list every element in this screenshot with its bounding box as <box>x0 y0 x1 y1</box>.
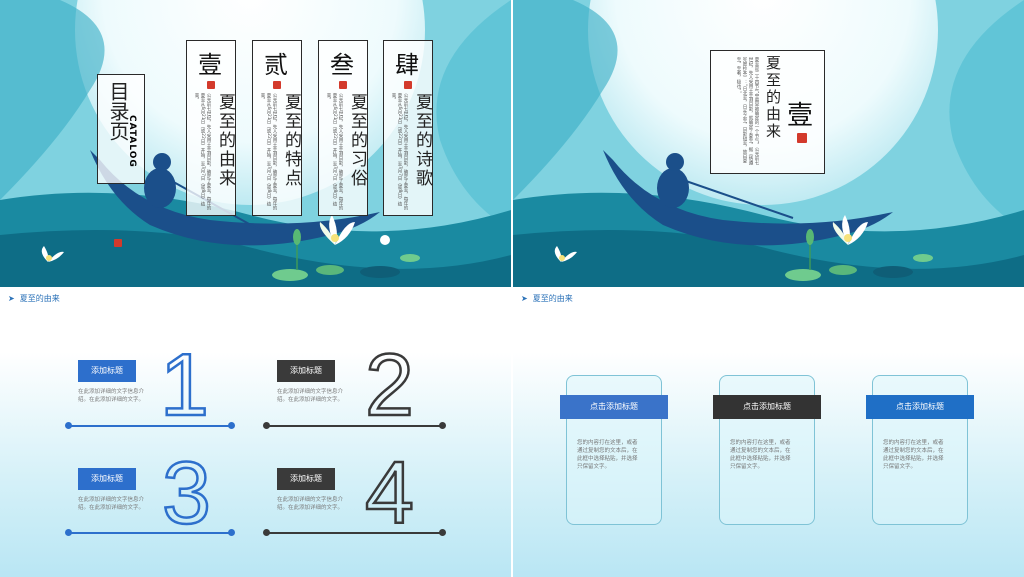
lotus-flower-small <box>41 246 64 262</box>
item-3-dot-left <box>65 529 72 536</box>
card-text-line: 您的内容打在这里，或者 <box>883 440 944 446</box>
item-text-line: 绍。在此添加详细的文字。 <box>78 397 145 403</box>
item-4-line <box>268 532 443 534</box>
catalog-title: 目录页 <box>106 81 130 141</box>
card-text-line: 此框中选择粘贴，并选择 <box>883 456 944 462</box>
breadcrumb: ➤ 夏至的由来 <box>521 293 573 304</box>
item-3-tag[interactable]: 添加标题 <box>78 468 136 490</box>
toc-item-number: 壹 <box>198 51 222 79</box>
lotus-flower-small <box>554 246 577 262</box>
item-1-dot-left <box>65 422 72 429</box>
slide-background <box>0 289 511 577</box>
item-text-line: 在此添加详细的文字信息介 <box>277 389 344 395</box>
catalog-subtitle: CATALOG <box>127 115 137 168</box>
slide-section-1[interactable]: 夏至是二十四节气中最早被确定的一个节气。公元前七世纪，先人采用土圭测日影，就确定… <box>513 0 1024 287</box>
item-4-number: 4 <box>364 443 415 542</box>
seal-mark <box>207 81 215 89</box>
breadcrumb: ➤ 夏至的由来 <box>8 293 60 304</box>
breadcrumb-label: 夏至的由来 <box>532 294 573 303</box>
slide-catalog[interactable]: 目录页 CATALOG 壹 夏至的由来 公元前七世纪，先人采用土圭测日影，确定了… <box>0 0 511 287</box>
card-text-line: 只保留文字。 <box>577 464 611 470</box>
item-3-dot-right <box>228 529 235 536</box>
toc-item-blurb: 公元前七世纪，先人采用土圭测日影，确定了夏至，每年的夏至从6月21日（或22日）… <box>326 93 343 210</box>
item-2-dot-left <box>263 422 270 429</box>
boat-silhouette <box>90 150 380 246</box>
toc-item-2[interactable]: 贰 夏至的特点 公元前七世纪，先人采用土圭测日影，确定了夏至，每年的夏至从6月2… <box>252 40 302 216</box>
item-1-dot-right <box>228 422 235 429</box>
card-1-title[interactable]: 点击添加标题 <box>560 395 668 419</box>
toc-item-blurb: 公元前七世纪，先人采用土圭测日影，确定了夏至，每年的夏至从6月21日（或22日）… <box>260 93 277 210</box>
card-text-line: 此框中选择粘贴，并选择 <box>730 456 791 462</box>
toc-item-blurb: 公元前七世纪，先人采用土圭测日影，确定了夏至，每年的夏至从6月21日（或22日）… <box>391 93 408 210</box>
seal-mark <box>404 81 412 89</box>
section-blurb: 夏至是二十四节气中最早被确定的一个节气。公元前七世纪，先人采用土圭测日影，就确定… <box>736 57 759 165</box>
card-text-line: 通过复制您的文本后，在 <box>730 448 791 454</box>
card-text-line: 只保留文字。 <box>883 464 917 470</box>
item-3-number: 3 <box>161 443 212 542</box>
card-text-line: 您的内容打在这里，或者 <box>730 440 791 446</box>
item-4-dot-left <box>263 529 270 536</box>
item-text-line: 绍。在此添加详细的文字。 <box>277 505 344 511</box>
item-3-text: 在此添加详细的文字信息介 绍。在此添加详细的文字。 <box>78 496 144 512</box>
card-text-line: 只保留文字。 <box>730 464 764 470</box>
section-number: 壹 <box>787 101 814 131</box>
item-1-number: 1 <box>159 335 210 434</box>
section-title: 夏至的由来 <box>764 55 782 140</box>
item-3-line <box>69 532 232 534</box>
item-2-line <box>268 425 443 427</box>
card-2-text: 您的内容打在这里，或者 通过复制您的文本后，在 此框中选择粘贴，并选择 只保留文… <box>730 439 802 471</box>
item-text-line: 绍。在此添加详细的文字。 <box>78 505 145 511</box>
breadcrumb-label: 夏至的由来 <box>19 294 60 303</box>
toc-item-4[interactable]: 肆 夏至的诗歌 公元前七世纪，先人采用土圭测日影，确定了夏至，每年的夏至从6月2… <box>383 40 433 216</box>
card-1-text: 您的内容打在这里，或者 通过复制您的文本后，在 此框中选择粘贴，并选择 只保留文… <box>577 439 649 471</box>
chevron-right-icon: ➤ <box>521 294 528 303</box>
toc-item-3[interactable]: 叁 夏至的习俗 公元前七世纪，先人采用土圭测日影，确定了夏至，每年的夏至从6月2… <box>318 40 368 216</box>
item-text-line: 在此添加详细的文字信息介 <box>78 497 145 503</box>
lotus-flower <box>319 215 355 245</box>
card-3-title[interactable]: 点击添加标题 <box>866 395 974 419</box>
card-3-text: 您的内容打在这里，或者 通过复制您的文本后，在 此框中选择粘贴，并选择 只保留文… <box>883 439 955 471</box>
chevron-right-icon: ➤ <box>8 294 15 303</box>
slide-three-cards[interactable]: ➤ 夏至的由来 点击添加标题 您的内容打在这里，或者 通过复制您的文本后，在 此框… <box>513 289 1024 577</box>
slide-numbered-list[interactable]: ➤夏至的由来 添加标题 在此添加详细的文字信息介 绍。在此添加详细的文字。 1 … <box>0 289 511 577</box>
boat-silhouette <box>603 150 893 246</box>
toc-item-label: 夏至的由来 <box>215 93 235 188</box>
card-text-line: 此框中选择粘贴，并选择 <box>577 456 638 462</box>
seal-mark <box>339 81 347 89</box>
item-2-tag[interactable]: 添加标题 <box>277 360 335 382</box>
item-text-line: 在此添加详细的文字信息介 <box>78 389 145 395</box>
toc-item-label: 夏至的特点 <box>281 93 301 188</box>
seal-mark <box>114 239 122 247</box>
item-4-text: 在此添加详细的文字信息介 绍。在此添加详细的文字。 <box>277 496 343 512</box>
toc-item-label: 夏至的诗歌 <box>412 93 432 188</box>
lotus-flower <box>832 215 868 245</box>
toc-item-number: 叁 <box>330 51 354 79</box>
item-1-text: 在此添加详细的文字信息介 绍。在此添加详细的文字。 <box>78 388 144 404</box>
item-2-number: 2 <box>364 335 415 434</box>
card-text-line: 通过复制您的文本后，在 <box>883 448 944 454</box>
section-title-box: 夏至是二十四节气中最早被确定的一个节气。公元前七世纪，先人采用土圭测日影，就确定… <box>710 50 825 174</box>
seal-mark <box>797 133 807 143</box>
catalog-title-box: 目录页 CATALOG <box>97 74 145 247</box>
item-4-tag[interactable]: 添加标题 <box>277 468 335 490</box>
card-text-line: 通过复制您的文本后，在 <box>577 448 638 454</box>
toc-item-number: 肆 <box>395 51 419 79</box>
item-4-dot-right <box>439 529 446 536</box>
toc-item-1[interactable]: 壹 夏至的由来 公元前七世纪，先人采用土圭测日影，确定了夏至，每年的夏至从6月2… <box>186 40 236 216</box>
item-text-line: 绍。在此添加详细的文字。 <box>277 397 344 403</box>
toc-item-label: 夏至的习俗 <box>347 93 367 188</box>
item-2-dot-right <box>439 422 446 429</box>
toc-item-blurb: 公元前七世纪，先人采用土圭测日影，确定了夏至，每年的夏至从6月21日（或22日）… <box>194 93 211 210</box>
item-1-tag[interactable]: 添加标题 <box>78 360 136 382</box>
item-2-text: 在此添加详细的文字信息介 绍。在此添加详细的文字。 <box>277 388 343 404</box>
card-2-title[interactable]: 点击添加标题 <box>713 395 821 419</box>
item-1-line <box>69 425 232 427</box>
item-text-line: 在此添加详细的文字信息介 <box>277 497 344 503</box>
card-text-line: 您的内容打在这里，或者 <box>577 440 638 446</box>
seal-mark <box>273 81 281 89</box>
toc-item-number: 贰 <box>264 51 288 79</box>
